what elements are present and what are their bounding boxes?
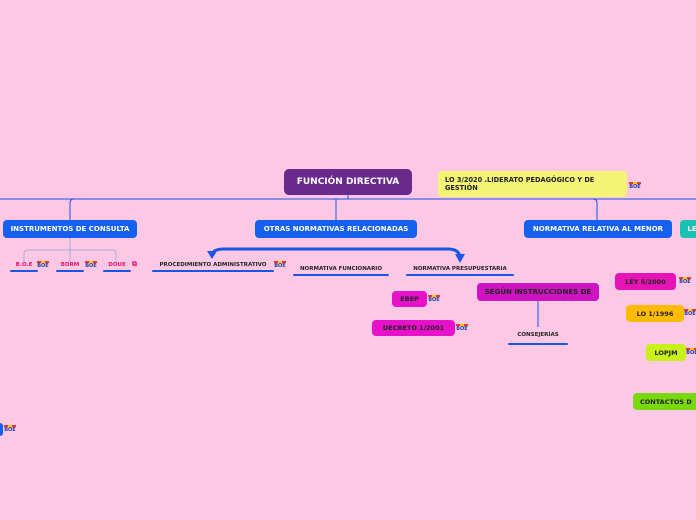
branch-label: INSTRUMENTOS DE CONSULTA	[10, 225, 130, 233]
note-lo-3-2020[interactable]: LO 3/2020 .LIDERATO PEDAGÓGICO Y DE GEST…	[438, 171, 627, 197]
leaf-normativa-presupuestaria[interactable]: NORMATIVA PRESUPUESTARIA	[413, 266, 507, 272]
boe-logo-icon[interactable]: BOE	[684, 309, 696, 317]
branch-label: NORMATIVA RELATIVA AL MENOR	[532, 225, 664, 233]
underline	[152, 270, 274, 272]
boe-logo-icon[interactable]: BOE	[85, 261, 97, 269]
link-doue[interactable]: DOUE	[108, 262, 126, 268]
underline	[508, 343, 568, 345]
leaf-procedimiento-administrativo[interactable]: PROCEDIMIENTO ADMINISTRATIVO	[159, 262, 267, 268]
node-lopjm[interactable]: LOPJM	[646, 344, 686, 361]
branch-label: LE	[687, 225, 696, 233]
boe-logo-icon[interactable]: BOE	[37, 261, 49, 269]
underline	[406, 274, 514, 276]
link-borm[interactable]: BORM	[60, 262, 80, 268]
root-label: FUNCIÓN DIRECTIVA	[296, 177, 400, 187]
boe-logo-icon[interactable]: BOE	[679, 277, 691, 285]
leaf-consejerias[interactable]: CONSEJERÍAS	[517, 332, 559, 338]
leaf-normativa-funcionario[interactable]: NORMATIVA FUNCIONARIO	[299, 266, 383, 272]
node-lo-1-1996[interactable]: LO 1/1996	[626, 305, 684, 322]
branch-label: OTRAS NORMATIVAS RELACIONADAS	[263, 225, 409, 233]
node-segun-instrucciones[interactable]: SEGÚN INSTRUCCIONES DE	[477, 283, 599, 301]
link-boe[interactable]: B.O.E	[15, 262, 33, 268]
underline	[103, 270, 131, 272]
node-ebep[interactable]: EBEP	[392, 291, 427, 307]
root-node-funcion-directiva[interactable]: FUNCIÓN DIRECTIVA	[284, 169, 412, 195]
underline	[10, 270, 38, 272]
branch-normativa-relativa-al-menor[interactable]: NORMATIVA RELATIVA AL MENOR	[524, 220, 672, 238]
boe-logo-icon[interactable]: BOE	[629, 182, 641, 190]
node-ley-5-2000[interactable]: LEY 5/2000	[615, 273, 676, 290]
boe-logo-icon[interactable]: BOE	[686, 348, 696, 357]
branch-instrumentos-de-consulta[interactable]: INSTRUMENTOS DE CONSULTA	[3, 220, 137, 238]
underline	[293, 274, 389, 276]
branch-le-cut[interactable]: LE	[680, 220, 696, 238]
boe-logo-icon[interactable]: BOE	[274, 261, 286, 269]
offscreen-node-edge[interactable]	[0, 423, 3, 436]
node-decreto-1-2001[interactable]: DECRETO 1/2001	[372, 320, 455, 336]
boe-logo-icon[interactable]: BOE	[4, 425, 16, 433]
boe-logo-icon[interactable]: BOE	[428, 295, 440, 303]
note-label: LO 3/2020 .LIDERATO PEDAGÓGICO Y DE GEST…	[445, 176, 595, 192]
underline	[56, 270, 84, 272]
branch-otras-normativas[interactable]: OTRAS NORMATIVAS RELACIONADAS	[255, 220, 417, 238]
boe-logo-icon[interactable]: BOE	[456, 324, 468, 332]
node-contactos-cut[interactable]: CONTACTOS D	[633, 393, 696, 410]
external-link-icon[interactable]: ⧉	[132, 260, 137, 268]
